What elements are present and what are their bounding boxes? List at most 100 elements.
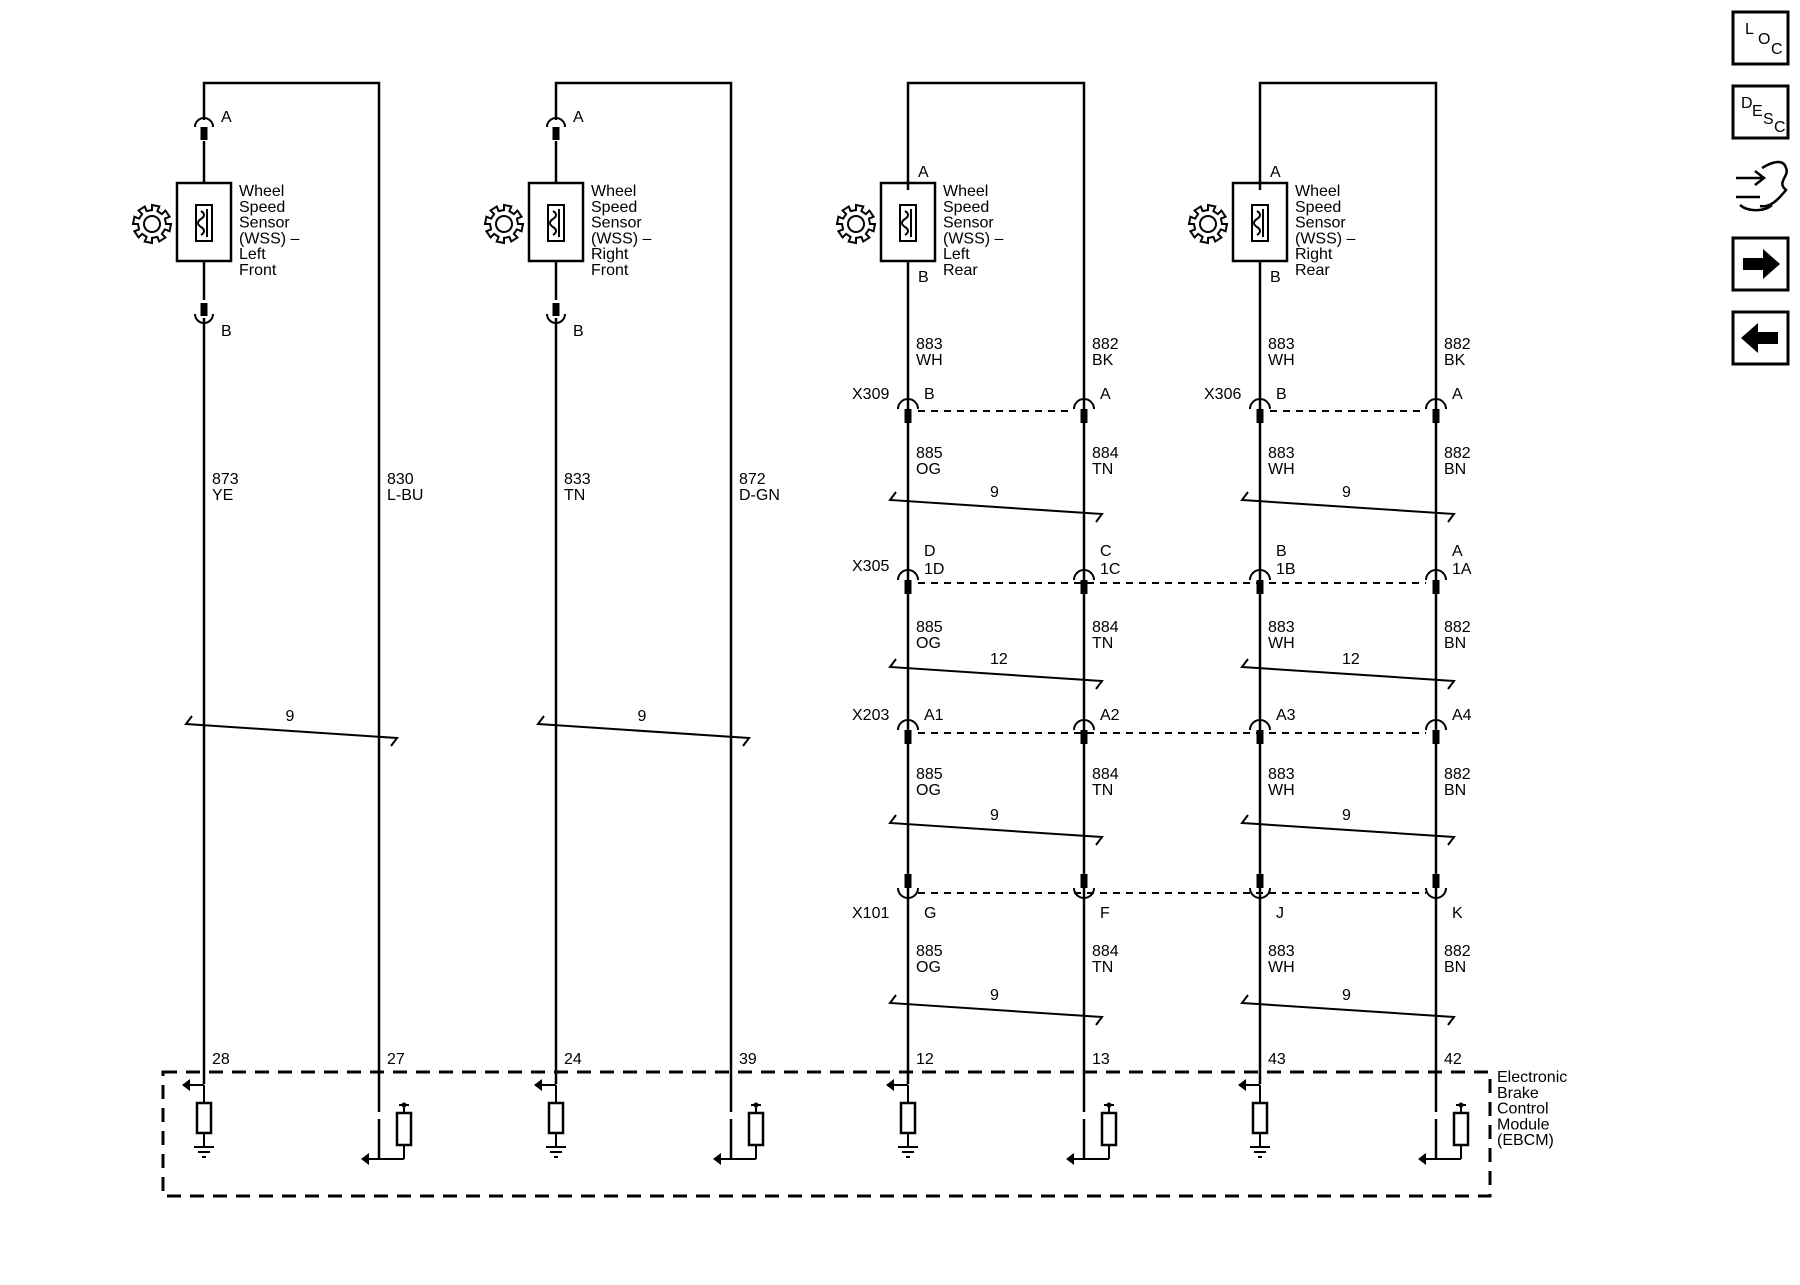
gear-icon [131,203,173,245]
loc-letter: O [1758,31,1770,48]
loc-letter: C [1771,41,1783,58]
circuit-number: 883 [916,336,943,353]
return-arrow-head [713,1153,721,1165]
socket-pin [552,303,560,316]
gear-hub [1199,215,1217,233]
connector-pin-label: A [1452,386,1463,403]
twist-line [888,658,1104,690]
connector-pin [904,730,912,744]
inline-connector-terminal [1249,398,1271,423]
twist-count: 9 [990,987,999,1004]
twisted-pair-symbol: 9 [888,484,1104,523]
loc-letter: L [1745,21,1754,38]
harness-outline [1759,160,1788,208]
gear-outline [835,203,877,245]
twist-count: 9 [1342,484,1351,501]
connector-arc [1073,569,1095,581]
twisted-pair-symbol: 9 [1240,484,1456,523]
connector-arc [1249,569,1271,581]
connector-pin-label: G [924,905,936,922]
circuit-number: 884 [1092,445,1119,462]
twisted-pair-symbol: 9 [888,987,1104,1026]
sensor-title-line: Wheel [1295,183,1340,200]
pin-label-top: A [918,164,929,181]
circuit-number: 882 [1444,619,1471,636]
ebcm-label-line: Control [1497,1101,1549,1118]
circuit-number: 873 [212,471,239,488]
gear-hub [847,215,865,233]
ebcm-pin-number: 12 [916,1051,934,1068]
schematic-view-button[interactable] [1736,160,1788,212]
pin-label-bottom: B [221,323,232,340]
twist-line [888,814,1104,846]
pin-label-bottom: B [573,323,584,340]
circuit-number: 833 [564,471,591,488]
resistor [395,1111,413,1147]
terminal-socket [546,117,566,140]
return-arrow-head [361,1153,369,1165]
connector-pin-label: A3 [1276,707,1296,724]
connector-pin-label: A [1452,543,1463,560]
wire-color: L-BU [387,487,423,504]
sensor-title-line: Sensor [943,215,994,232]
circuit-number: 882 [1092,336,1119,353]
inline-connector-terminal [1073,398,1095,423]
connector-harness-icon [1736,160,1788,212]
circuit-number: 883 [1268,943,1295,960]
location-button[interactable]: LOC [1731,10,1790,66]
previous-page-button[interactable] [1731,310,1790,366]
connector-pin-label: A1 [924,707,944,724]
socket-pin [200,303,208,316]
ebcm-pin-number: 13 [1092,1051,1110,1068]
desc-letter: D [1741,95,1753,112]
inline-connector-terminal [1249,719,1271,744]
connector-pin [1080,730,1088,744]
wire-color: OG [916,782,941,799]
gear-icon [1187,203,1229,245]
gear-outline [483,203,525,245]
ebcm-input-circuit [182,1079,214,1158]
ebcm-pin-number: 43 [1268,1051,1286,1068]
sensor-body [175,181,233,263]
next-page-button[interactable] [1731,236,1790,292]
connector-arc [1425,887,1447,899]
twist-line [1240,814,1456,846]
sensor-title-line: (WSS) – [943,230,1004,247]
reference-node [401,1102,407,1108]
wire-color: WH [1268,461,1295,478]
inline-connector-terminal [1073,719,1095,744]
circuit-number: 883 [1268,336,1295,353]
sensor-housing [527,181,585,263]
pin-label-top: A [1270,164,1281,181]
wire-color: TN [1092,461,1113,478]
connector-pin-label: A2 [1100,707,1120,724]
ebcm-input-circuit [534,1079,566,1158]
connector-arc [1425,569,1447,581]
circuit-number: 830 [387,471,414,488]
connector-arc [1073,398,1095,410]
circuit-number: 882 [1444,943,1471,960]
connector-pin [1256,874,1264,888]
ebcm-label-line: (EBCM) [1497,1132,1554,1149]
connector-arc [1073,719,1095,731]
connector-pin-label: F [1100,905,1110,922]
connector-pin-label: K [1452,905,1463,922]
desc-letter: C [1774,119,1786,136]
twisted-pair-symbol: 12 [1240,651,1456,690]
circuit-number: 872 [739,471,766,488]
inline-connector-terminal [1073,874,1095,899]
nav-button-frame [1731,10,1790,66]
connector-body-lines [918,410,1426,894]
inline-connector-terminal [897,569,919,594]
arrow-right-shape [1743,249,1780,279]
wire-color: BN [1444,782,1466,799]
circuit-number: 884 [1092,943,1119,960]
